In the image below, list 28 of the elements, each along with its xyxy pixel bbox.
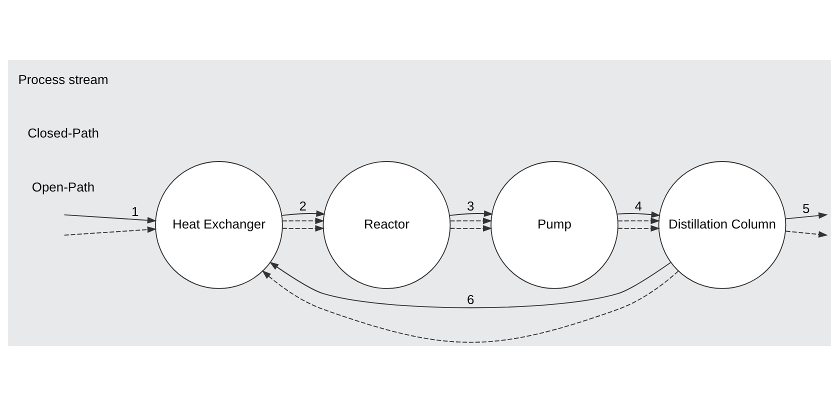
node-circle: Pump [490, 160, 618, 288]
arrow [64, 214, 157, 224]
node-circle: Reactor [322, 160, 451, 288]
legend-label: Open-Path [32, 178, 95, 194]
arrow [262, 270, 679, 342]
edge-label: 2 [299, 198, 306, 213]
arrow [785, 212, 828, 219]
arrow [617, 217, 660, 224]
arrow [617, 224, 660, 232]
node-circle: Distillation Column [658, 160, 786, 288]
arrow [616, 210, 660, 218]
arrow [785, 230, 828, 238]
arrow [64, 226, 157, 236]
arrow [269, 261, 672, 308]
arrow [450, 224, 492, 232]
arrow [282, 210, 326, 216]
edge-label: 5 [802, 200, 810, 216]
edge-label: 6 [466, 291, 474, 306]
edge-label: 3 [466, 198, 474, 213]
edge-label: 4 [634, 198, 642, 213]
legend-label: Process stream [18, 71, 108, 86]
edge-label: 1 [131, 203, 139, 218]
legend-label: Closed-Path [28, 125, 99, 140]
node-circle: Heat Exchanger [155, 160, 283, 288]
arrow [449, 210, 494, 216]
arrow [450, 217, 492, 224]
arrow [282, 217, 324, 224]
arrow [282, 224, 324, 232]
